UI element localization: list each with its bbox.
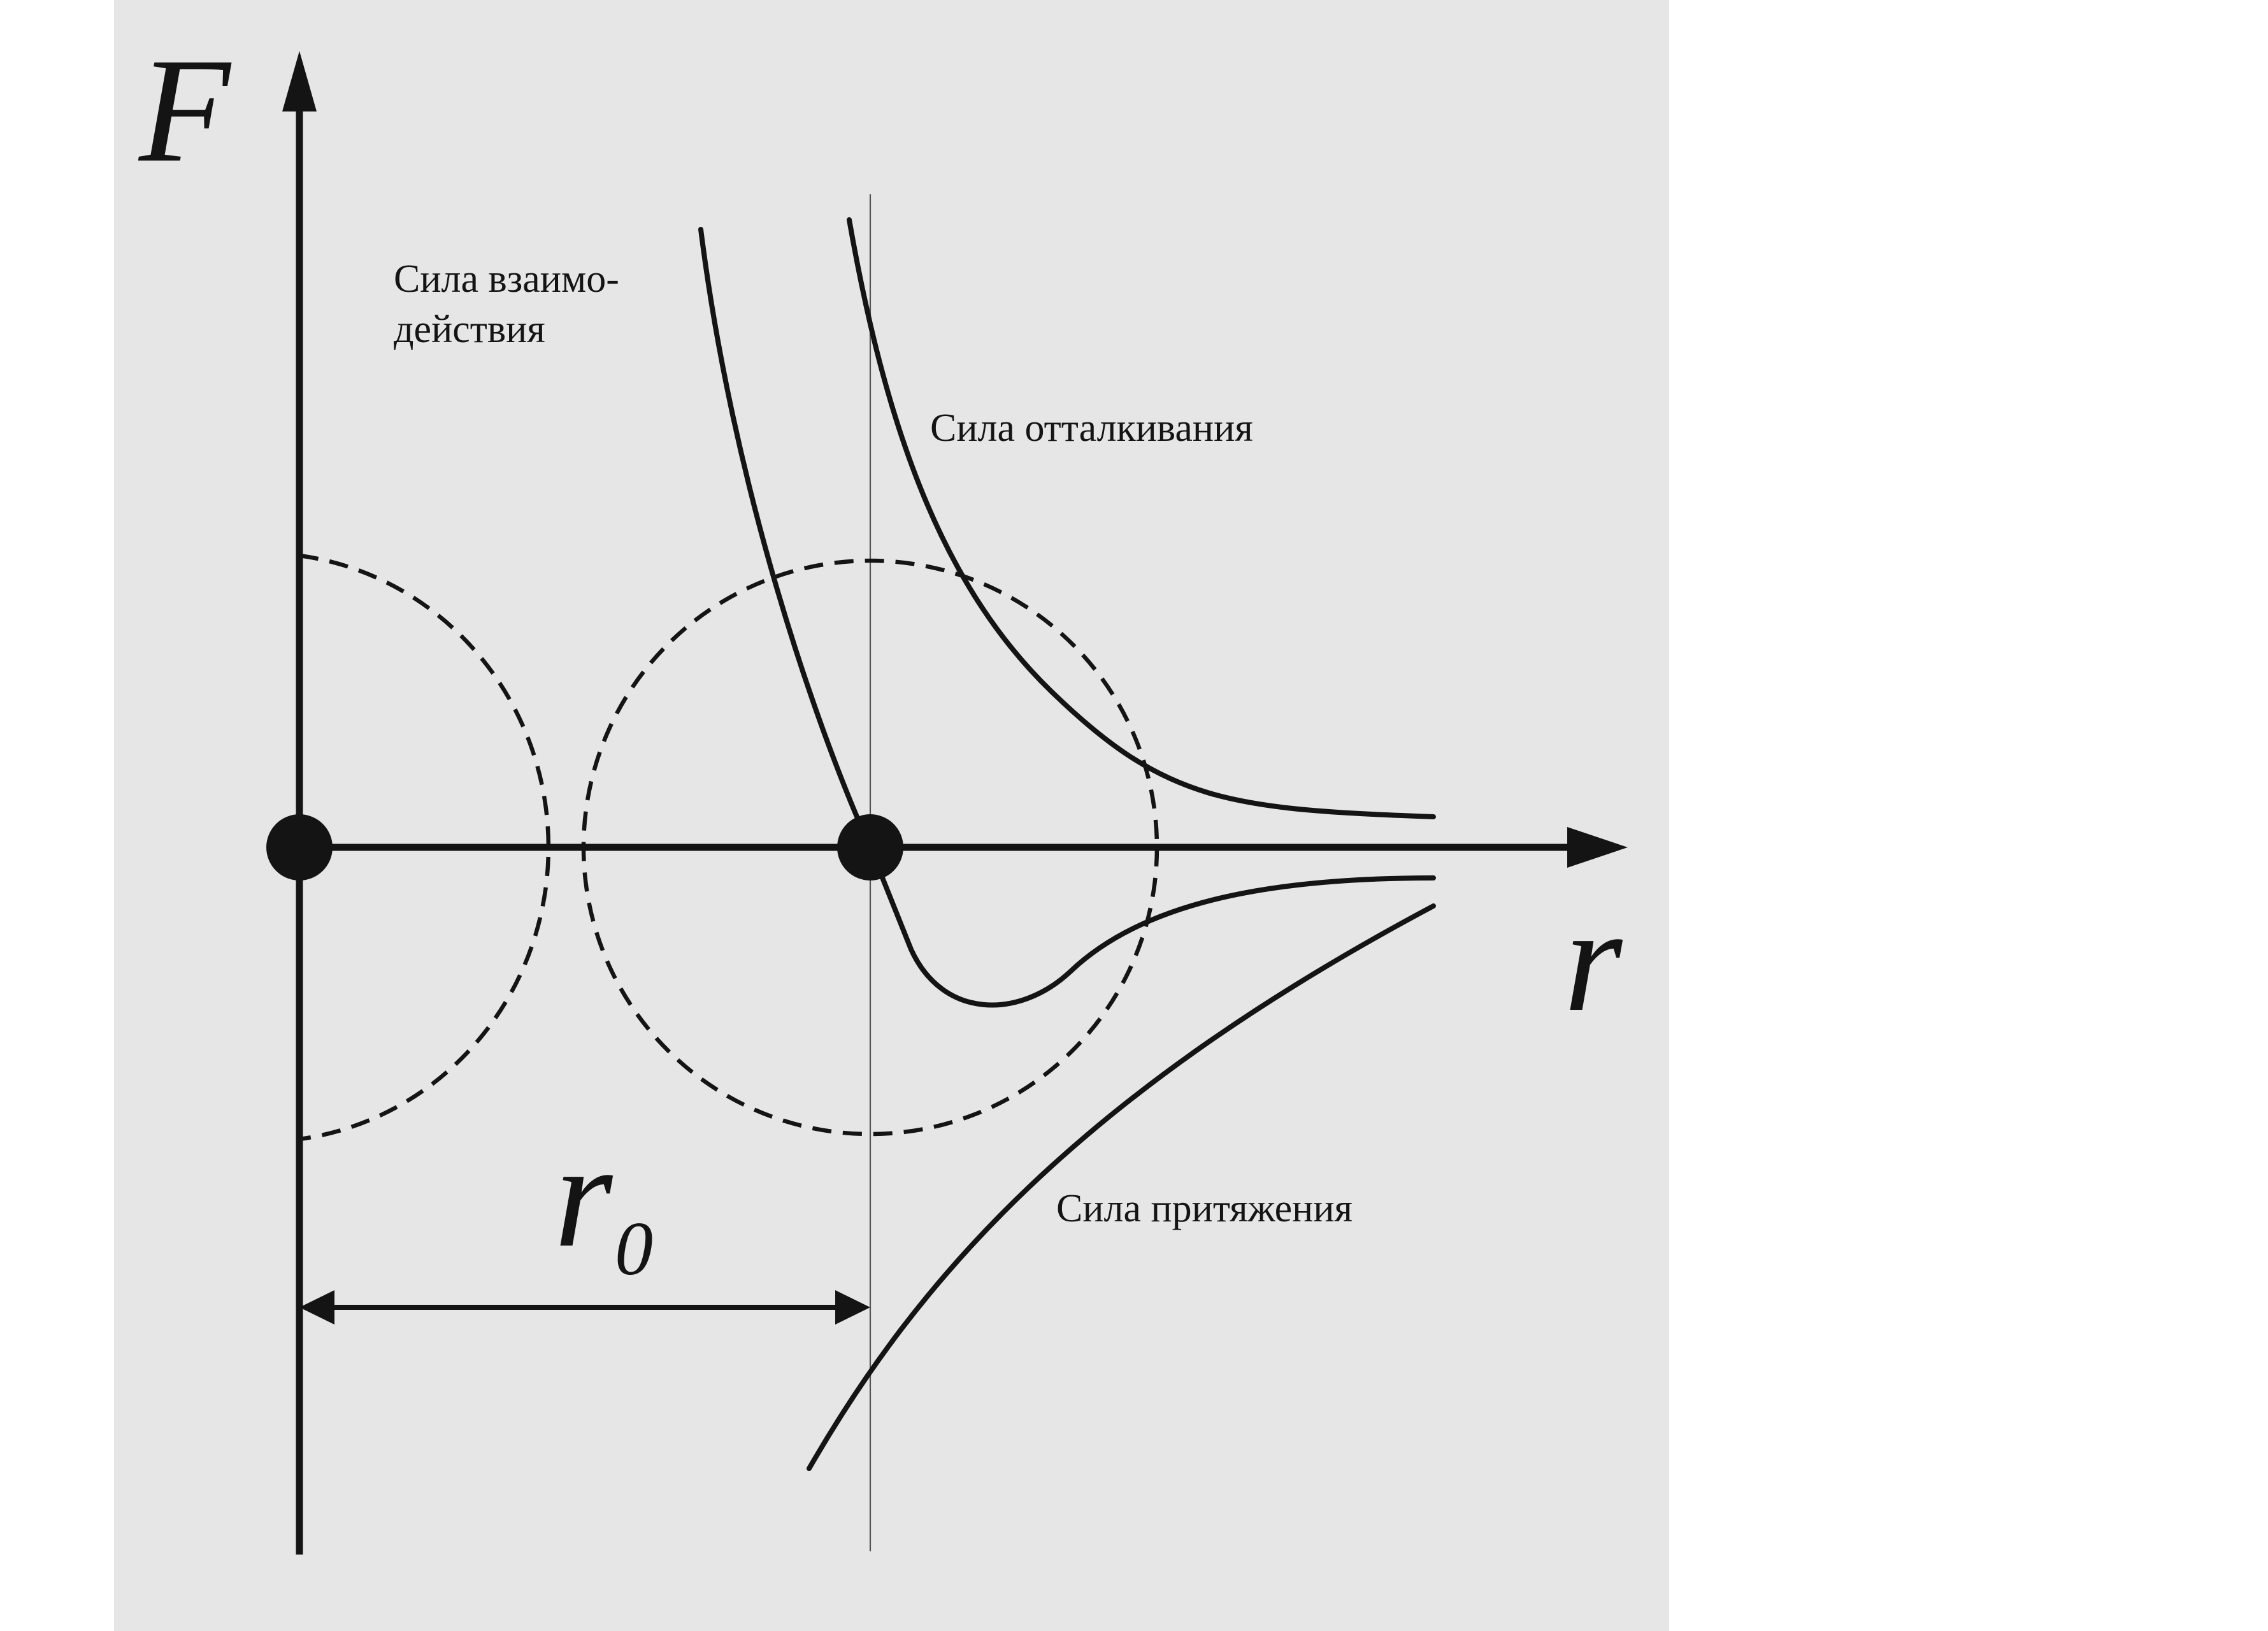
x-axis-label: r [1564, 877, 1623, 1042]
r0-arrow-left [299, 1290, 334, 1325]
atom-left [266, 814, 333, 880]
y-axis-label: F [138, 27, 232, 193]
r0-subscript: 0 [615, 1206, 653, 1291]
x-axis-arrow [1567, 827, 1628, 868]
atom-right [837, 814, 903, 880]
repulsion-curve [847, 217, 1436, 819]
interaction-label-line2: действия [394, 308, 545, 351]
left-atom-boundary [299, 553, 551, 1142]
repulsion-label: Сила отталкивания [930, 406, 1253, 450]
r0-symbol: r [554, 1112, 614, 1278]
attraction-curve [807, 903, 1436, 1471]
interaction-curve [698, 227, 1436, 1008]
interaction-label-line1: Сила взаимо- [394, 257, 619, 301]
y-axis-arrow [282, 51, 317, 111]
attraction-label: Сила притяжения [1056, 1187, 1353, 1230]
r0-arrow-right [835, 1290, 870, 1325]
